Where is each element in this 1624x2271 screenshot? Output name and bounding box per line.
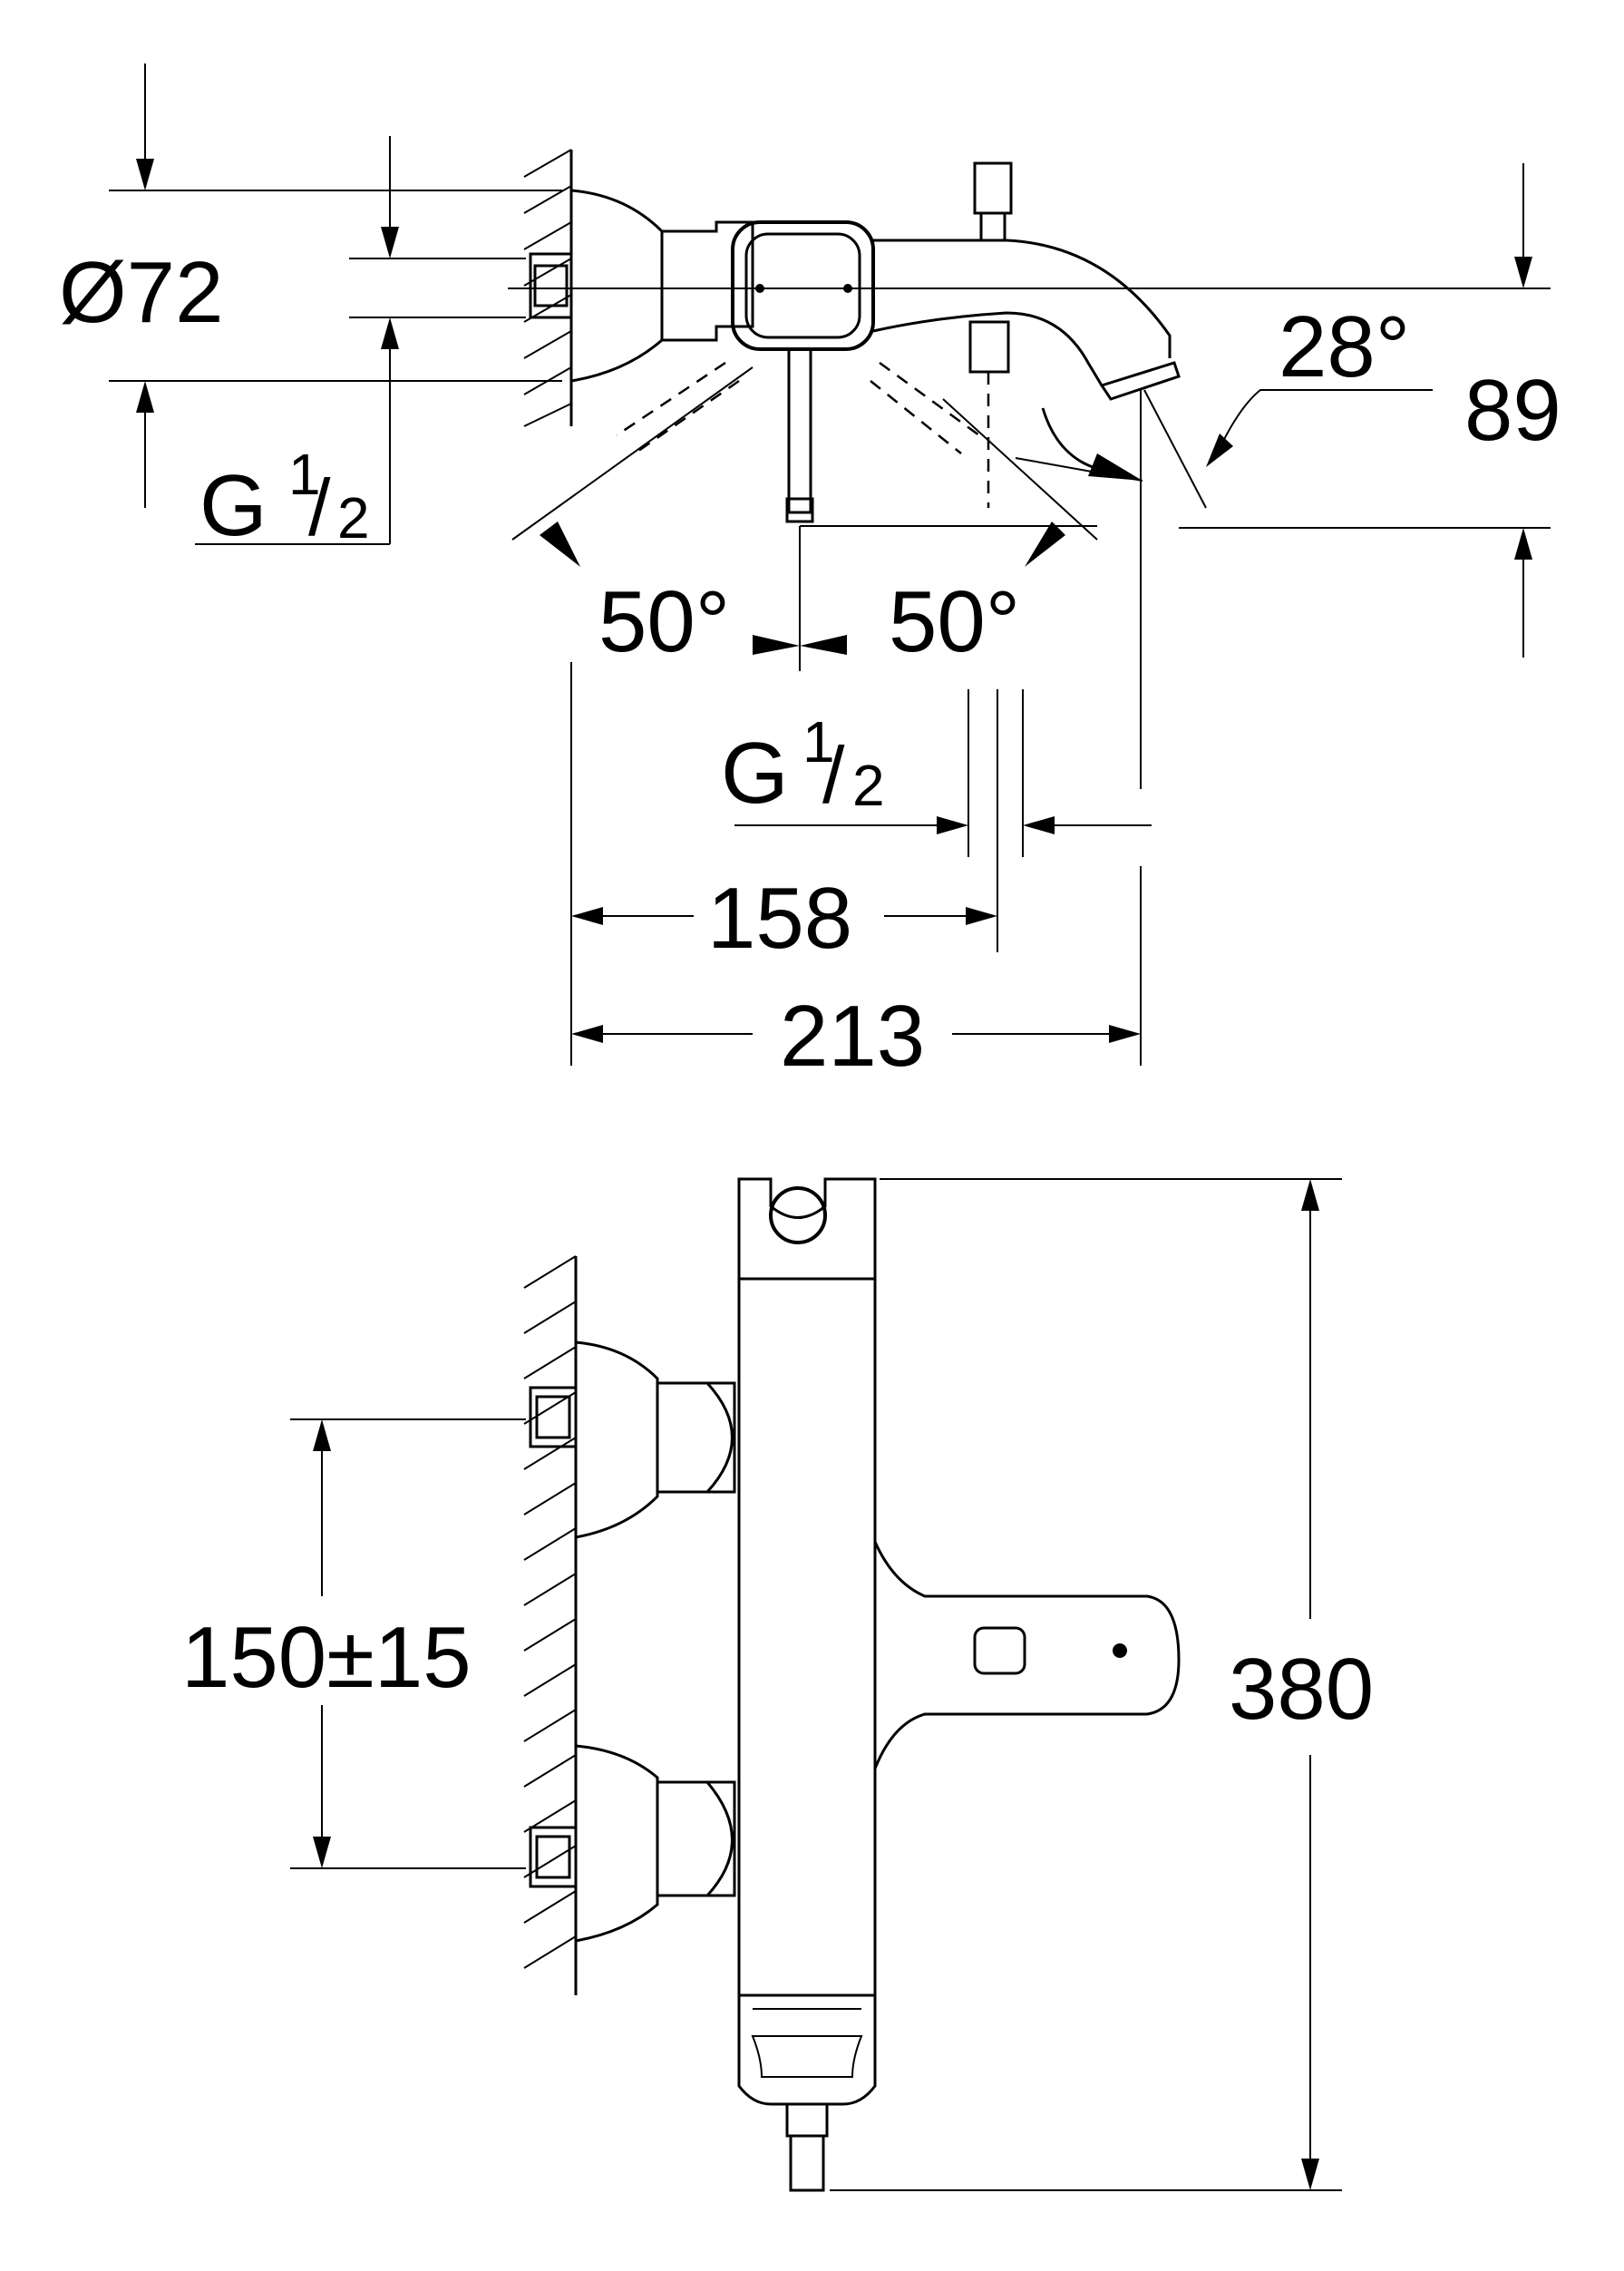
front-upper-connector xyxy=(529,1340,736,1539)
label-height-89: 89 xyxy=(1464,362,1561,459)
label-thread-bottom-sep: / xyxy=(822,730,845,820)
front-mixer-body xyxy=(737,1177,877,2192)
dim-thread-bottom: G 1 / 2 xyxy=(721,689,1152,952)
front-view: 150±15 380 xyxy=(181,1177,1374,2192)
top-view: Ø72 G 1 / 2 28° xyxy=(59,63,1561,1085)
label-thread-bottom-g: G xyxy=(721,725,789,822)
front-diverter-handle xyxy=(873,1541,1181,1769)
label-thread-left-num: 1 xyxy=(288,442,321,507)
dim-213: 213 xyxy=(571,390,1142,1085)
label-thread-bottom-num: 1 xyxy=(802,709,835,775)
dim-158: 158 xyxy=(570,662,997,1066)
label-thread-bottom-den: 2 xyxy=(852,753,885,818)
label-thread-left-g: G xyxy=(199,457,267,554)
top-spout xyxy=(616,161,1181,508)
label-dim-150: 150±15 xyxy=(181,1609,472,1706)
front-lower-connector xyxy=(529,1744,736,1943)
top-mixer-body xyxy=(662,220,875,523)
label-diameter-72: Ø72 xyxy=(59,244,223,341)
label-thread-left-sep: / xyxy=(308,463,331,552)
dim-150: 150±15 xyxy=(181,1418,526,1869)
label-angle-28: 28° xyxy=(1279,298,1410,395)
label-dim-158: 158 xyxy=(707,870,852,967)
label-dim-213: 213 xyxy=(780,988,925,1085)
dim-height-89: 89 xyxy=(1179,163,1561,658)
front-wall-hatching xyxy=(523,1255,578,1995)
dim-diameter-72: Ø72 xyxy=(59,63,562,508)
top-wall-connector xyxy=(529,189,664,383)
label-angle-right-50: 50° xyxy=(889,573,1020,670)
dim-thread-left: G 1 / 2 xyxy=(195,136,526,554)
dim-380: 380 xyxy=(830,1178,1374,2191)
dim-handle-angles: 50° 50° xyxy=(511,366,1098,671)
label-dim-380: 380 xyxy=(1229,1641,1374,1738)
dim-spout-angle: 28° xyxy=(1015,298,1433,509)
label-thread-left-den: 2 xyxy=(337,485,370,551)
label-angle-left-50: 50° xyxy=(598,573,730,670)
